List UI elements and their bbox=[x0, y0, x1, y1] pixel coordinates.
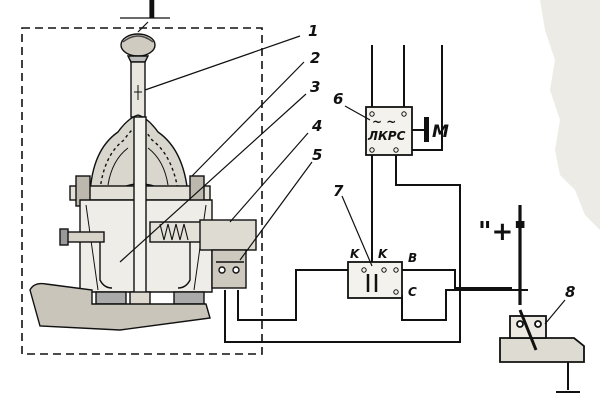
knob-ridge bbox=[122, 35, 154, 43]
leader-3 bbox=[119, 93, 307, 263]
leader-2 bbox=[191, 61, 305, 177]
switch-unit-7 bbox=[347, 261, 403, 299]
callout-4: 4 bbox=[311, 117, 322, 135]
selector-rod bbox=[133, 116, 147, 318]
boot-fold-right bbox=[147, 147, 169, 186]
leader-8 bbox=[544, 299, 566, 325]
switch-k-right: K bbox=[378, 247, 389, 261]
switch-contact-k1 bbox=[361, 267, 367, 273]
switch-terminal-block bbox=[211, 249, 247, 289]
switch-terminal-b-dot bbox=[393, 267, 399, 273]
lever-knob bbox=[120, 33, 156, 57]
switch-terminal-b bbox=[232, 266, 240, 274]
wire-switch-b-to-starter bbox=[402, 269, 512, 289]
view-label-I: I bbox=[147, 0, 157, 25]
switch-contact-k2 bbox=[381, 267, 387, 273]
relay-terminal-2 bbox=[401, 111, 407, 117]
wire-switch-to-limit bbox=[237, 269, 348, 321]
wiring bbox=[224, 45, 580, 393]
return-spring bbox=[159, 223, 189, 241]
gear-lever-assembly bbox=[29, 33, 213, 331]
side-bolt-head bbox=[59, 228, 69, 246]
switch-label-b: B bbox=[408, 251, 417, 265]
callout-1: 1 bbox=[308, 22, 318, 40]
wire-to-motor bbox=[408, 45, 443, 151]
motor-symbol-bar bbox=[424, 117, 429, 142]
switch-label-c: C bbox=[408, 285, 417, 299]
callout-3: 3 bbox=[310, 78, 320, 96]
wire-relay-loop bbox=[224, 155, 461, 343]
knob-collar bbox=[126, 55, 150, 63]
callout-7: 7 bbox=[333, 182, 344, 200]
switch-terminal-a bbox=[218, 266, 226, 274]
starter-body bbox=[499, 337, 585, 363]
base-foot-left bbox=[95, 291, 127, 305]
callout-2: 2 bbox=[310, 49, 320, 67]
leader-1 bbox=[144, 35, 301, 91]
relay-top-marks: ~ ~ bbox=[372, 115, 396, 129]
leader-lines bbox=[119, 17, 566, 325]
positive-supply-label: "+" bbox=[478, 217, 527, 247]
leader-7 bbox=[341, 195, 373, 267]
relay-terminal-4 bbox=[393, 147, 399, 153]
starter-contact-lever bbox=[518, 309, 538, 351]
callout-5: 5 bbox=[312, 146, 322, 164]
relay-label: ЛКРС bbox=[367, 129, 406, 143]
leader-5 bbox=[239, 161, 313, 261]
paper-shadow-region bbox=[540, 0, 600, 230]
side-bolt bbox=[65, 231, 105, 243]
relay-terminal-3 bbox=[369, 147, 375, 153]
relay-terminal-1 bbox=[369, 111, 375, 117]
boot-fold-left bbox=[107, 147, 129, 186]
leader-4 bbox=[229, 132, 309, 223]
leader-I bbox=[137, 21, 149, 33]
neutral-limit-switch bbox=[199, 219, 257, 289]
housing-inner-contour bbox=[99, 240, 191, 289]
switch-terminal-c-dot bbox=[393, 289, 399, 295]
starter-unit-8 bbox=[499, 309, 585, 363]
switch-k-left: K bbox=[350, 247, 361, 261]
callout-6: 6 bbox=[333, 90, 343, 108]
mounting-bracket bbox=[29, 282, 211, 331]
starter-terminal-2 bbox=[534, 320, 542, 328]
switch-body bbox=[199, 219, 257, 251]
motor-label: M bbox=[432, 122, 449, 142]
leader-6 bbox=[344, 105, 371, 121]
starter-terminal-1 bbox=[516, 320, 524, 328]
boot-inner-fold bbox=[99, 125, 179, 191]
base-foot-right bbox=[173, 291, 205, 305]
wire-switch-c-loop bbox=[401, 289, 528, 321]
relay-unit-6 bbox=[365, 106, 429, 156]
callout-8: 8 bbox=[565, 283, 575, 301]
